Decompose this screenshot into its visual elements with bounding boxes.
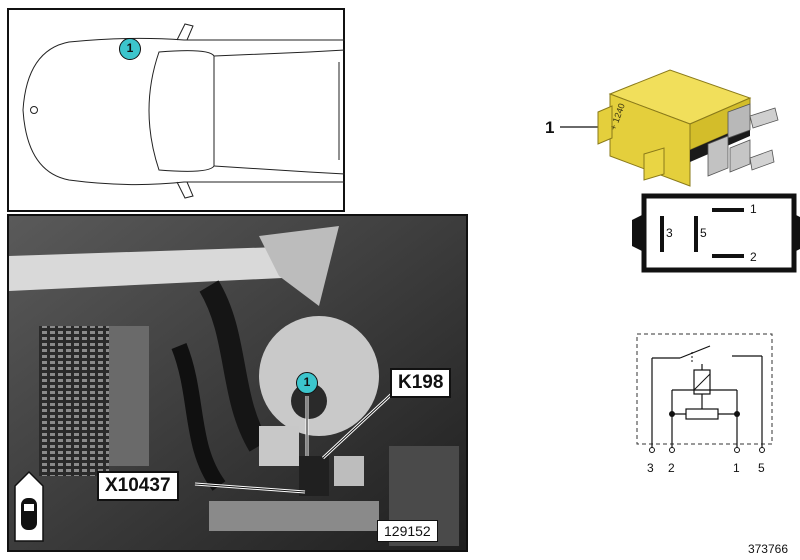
vehicle-overview-panel: 1	[7, 8, 346, 212]
pin-layout-label-2: 2	[750, 250, 757, 264]
relay-schematic	[636, 333, 773, 453]
pin-layout-label-3: 3	[666, 226, 673, 240]
callout-k198: K198	[390, 368, 452, 398]
image-number: 129152	[377, 520, 438, 542]
vehicle-outline	[22, 23, 346, 199]
document-number: 373766	[747, 542, 788, 556]
installation-photo-panel: 1 K198 X10437 129152	[7, 214, 468, 552]
relay-illustration	[597, 69, 779, 187]
position-marker-overview: 1	[119, 38, 141, 60]
position-marker-photo: 1	[296, 372, 318, 394]
callout-x10437: X10437	[97, 471, 179, 501]
pin-layout-diagram	[632, 193, 800, 273]
schematic-pin-5: 5	[758, 461, 765, 475]
pin-layout-label-5: 5	[700, 226, 707, 240]
installation-photo	[9, 216, 466, 550]
part-leader-line	[560, 126, 600, 128]
pin-layout-label-1: 1	[750, 202, 757, 216]
part-position-number: 1	[545, 118, 555, 137]
schematic-pin-3: 3	[647, 461, 654, 475]
schematic-pin-1: 1	[733, 461, 740, 475]
schematic-pin-2: 2	[668, 461, 675, 475]
